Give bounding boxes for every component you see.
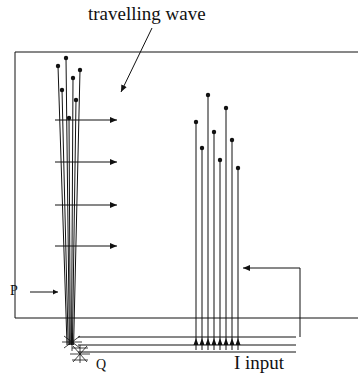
leader-line: [121, 28, 152, 92]
parallel-fibres: [78, 337, 296, 352]
neuron-columns: [56, 56, 241, 350]
leader-line: [30, 292, 58, 293]
signal-label: I input: [234, 353, 284, 372]
star-cells: [62, 333, 90, 363]
part-label: P: [10, 284, 18, 298]
wave-label: travelling wave: [88, 4, 206, 23]
input-arrow: [243, 268, 300, 337]
part-label: Q: [96, 358, 106, 372]
